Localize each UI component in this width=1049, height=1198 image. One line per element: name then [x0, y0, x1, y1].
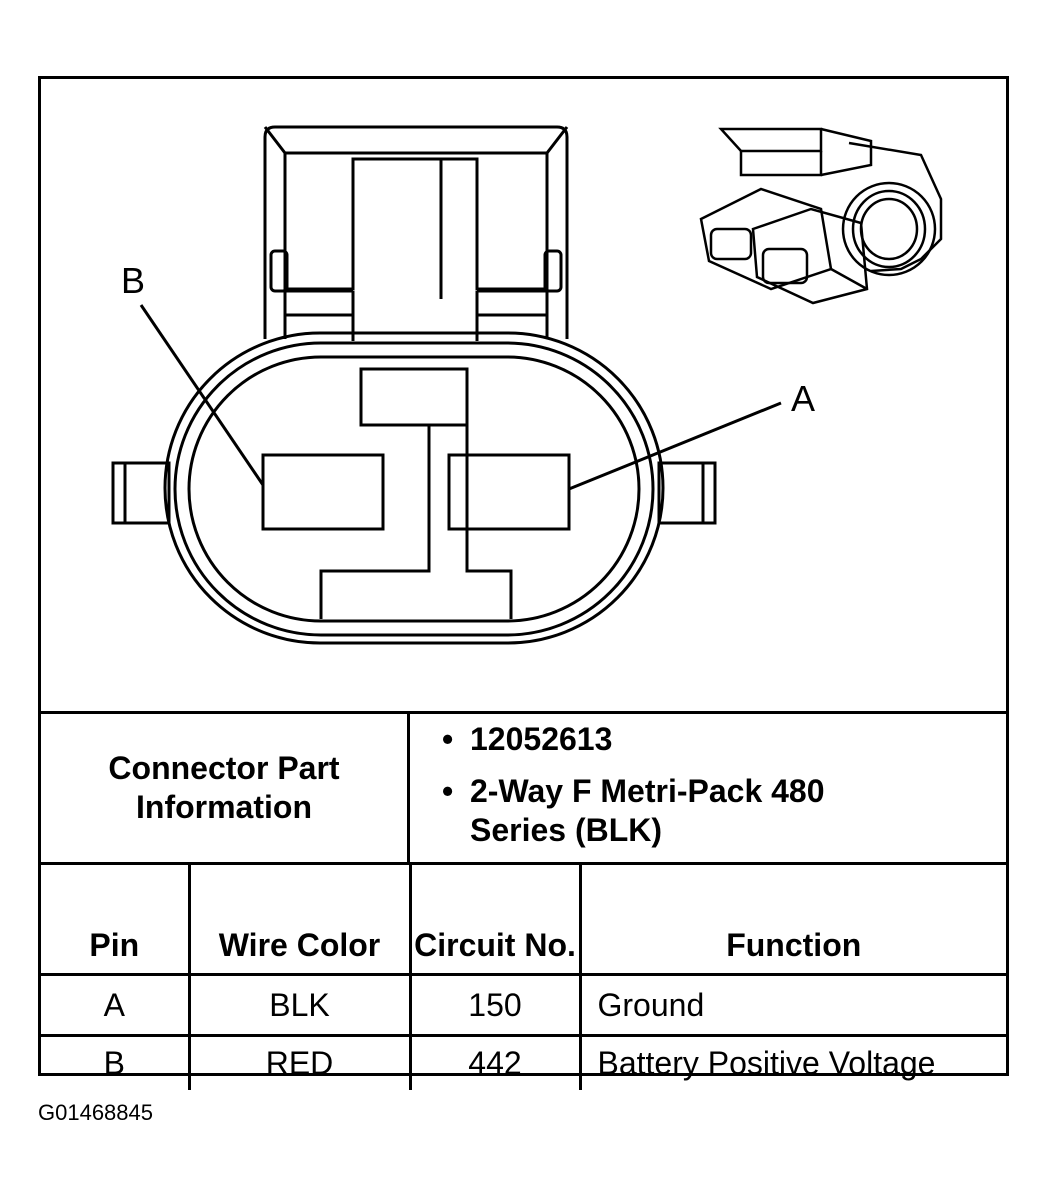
cell-wire-color: RED — [189, 1035, 412, 1090]
connector-latch-housing — [263, 125, 569, 341]
part-info-item: • 2-Way F Metri-Pack 480 Series (BLK) — [442, 773, 825, 848]
part-info-item: • 12052613 — [442, 721, 613, 757]
header-function: Function — [580, 865, 1006, 976]
connector-isometric-illustration — [699, 127, 943, 305]
part-info-values: • 12052613 • 2-Way F Metri-Pack 480 Seri… — [410, 714, 1006, 862]
connector-face-diagram: B A — [111, 125, 943, 645]
figure-id: G01468845 — [38, 1100, 153, 1125]
header-circuit-no: Circuit No. — [410, 865, 582, 976]
leader-line-b — [139, 304, 265, 486]
pin-table: Pin Wire Color Circuit No. Function A BL… — [41, 865, 1006, 1090]
connector-left-tab — [111, 461, 171, 525]
connector-keying-divider — [319, 367, 513, 619]
header-pin: Pin — [41, 865, 191, 976]
leader-line-a — [568, 401, 782, 491]
connector-figure-frame: B A Connector Part Information • 1205261… — [38, 76, 1009, 1090]
bullet-icon: • — [442, 721, 454, 757]
terminal-cavity-b — [261, 453, 385, 531]
cell-circuit-no: 150 — [410, 974, 582, 1037]
pin-table-header-row: Pin Wire Color Circuit No. Function — [41, 865, 1006, 976]
callout-label-a: A — [791, 378, 815, 419]
table-row: B RED 442 Battery Positive Voltage — [41, 1035, 1006, 1090]
cell-pin: A — [41, 974, 191, 1037]
cell-wire-color: BLK — [189, 974, 412, 1037]
cell-circuit-no: 442 — [410, 1035, 582, 1090]
part-info-label: Connector Part Information — [108, 750, 340, 825]
connector-right-tab — [657, 461, 717, 525]
bullet-icon: • — [442, 773, 454, 809]
cell-pin: B — [41, 1035, 191, 1090]
cell-function: Battery Positive Voltage — [597, 1045, 936, 1081]
connector-oval-body — [163, 331, 665, 645]
callout-label-b: B — [121, 260, 145, 301]
terminal-cavity-a — [447, 453, 571, 531]
cell-function: Ground — [580, 974, 1006, 1037]
part-info-label-cell: Connector Part Information — [41, 714, 410, 862]
header-wire-color: Wire Color — [189, 865, 412, 976]
table-row: A BLK 150 Ground — [41, 974, 1006, 1037]
connector-part-info: Connector Part Information • 12052613 • … — [41, 711, 1006, 865]
